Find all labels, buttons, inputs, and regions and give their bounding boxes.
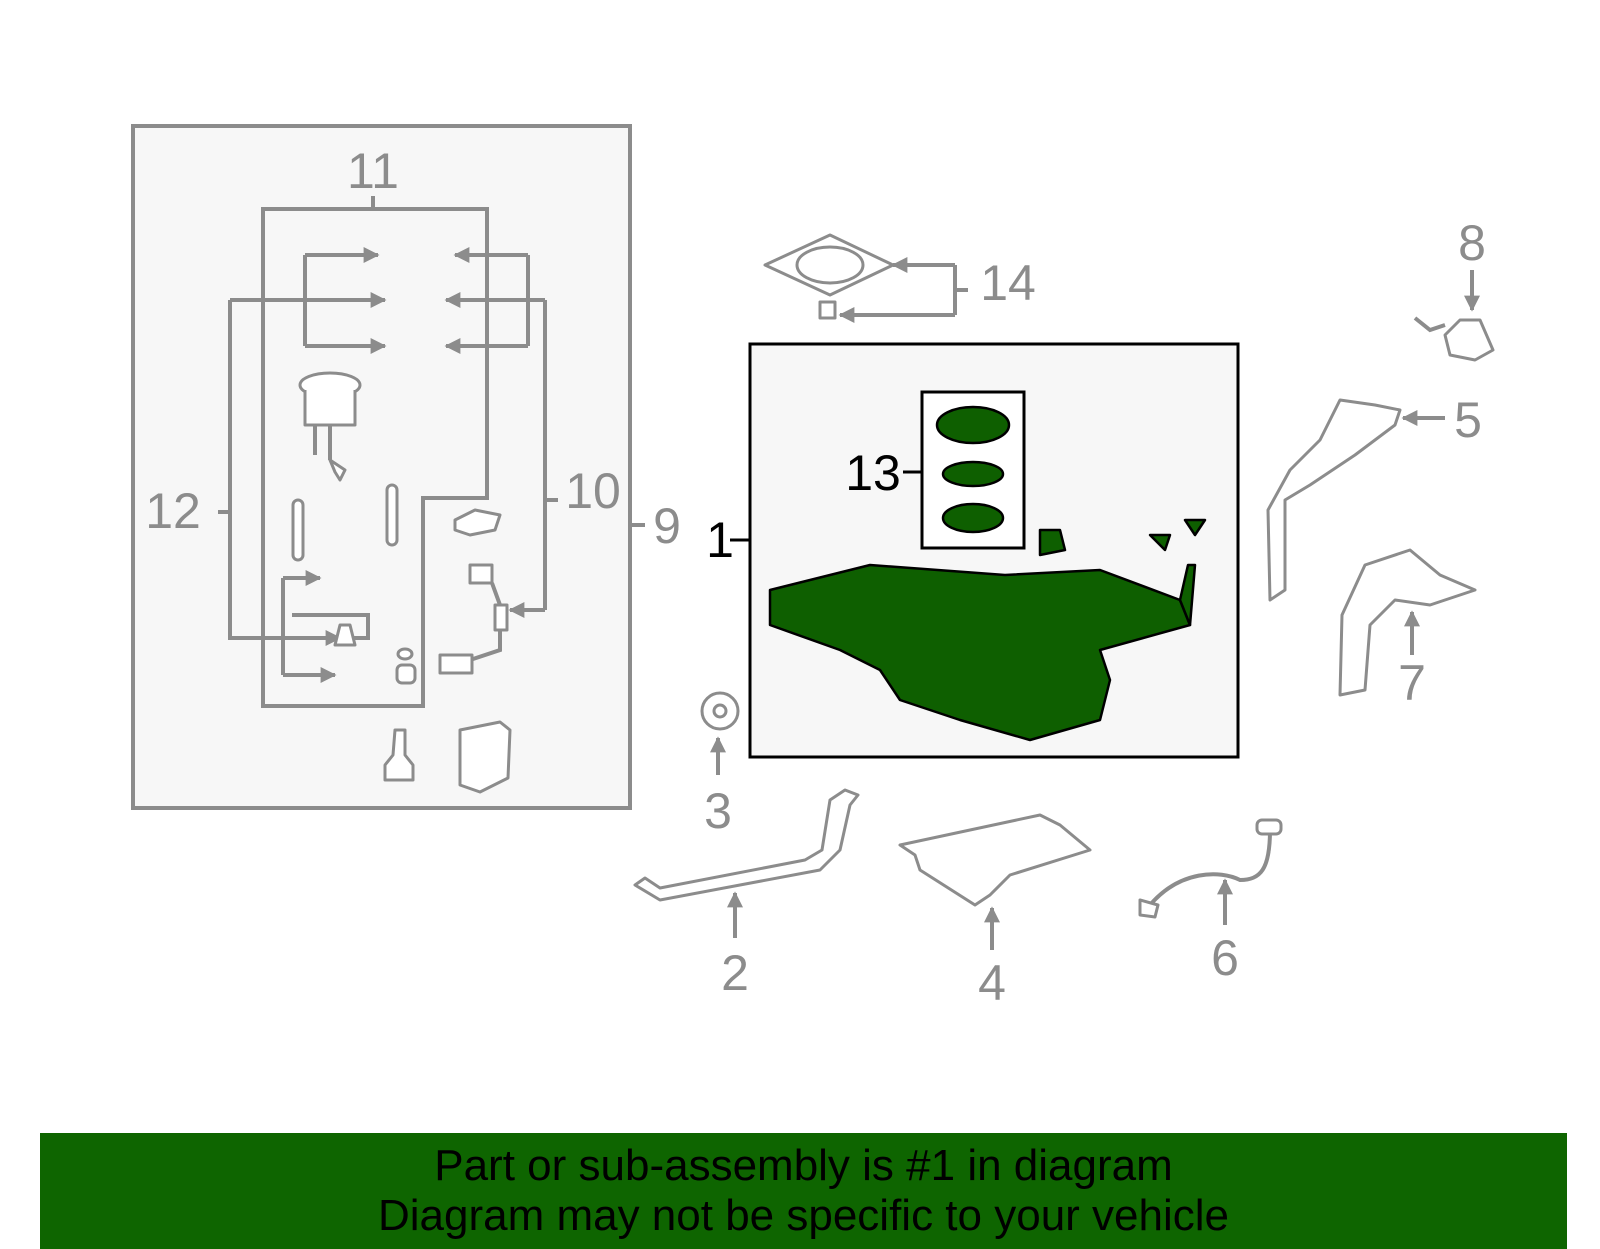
filler-cap-icon bbox=[1443, 318, 1495, 362]
callout-8: 8 bbox=[1458, 215, 1486, 271]
fuel-hose-icon bbox=[385, 483, 399, 547]
fuel-pump-gasket-icon bbox=[935, 405, 1011, 534]
callout-14: 14 bbox=[980, 255, 1036, 311]
heat-shield-icon bbox=[1338, 548, 1477, 697]
callout-3: 3 bbox=[704, 783, 732, 839]
callout-1: 1 bbox=[706, 512, 734, 568]
fuel-level-sensor-icon bbox=[438, 563, 509, 675]
access-cover-icon bbox=[763, 233, 895, 320]
clip-icon bbox=[453, 508, 502, 537]
valve-icon bbox=[333, 623, 357, 647]
fuel-hose-icon bbox=[291, 498, 305, 562]
notice-banner: Part or sub-assembly is #1 in diagram Di… bbox=[40, 1133, 1567, 1249]
callout-2: 2 bbox=[721, 945, 749, 1001]
fuel-tank-panel bbox=[730, 342, 1240, 759]
filter-icon bbox=[458, 720, 512, 794]
callout-7: 7 bbox=[1398, 655, 1426, 711]
fuel-pump-icon bbox=[298, 371, 362, 482]
fuel-tank-icon bbox=[768, 518, 1207, 742]
callout-4: 4 bbox=[978, 955, 1006, 1011]
callout-13: 13 bbox=[845, 445, 901, 501]
insulator-icon bbox=[700, 691, 740, 731]
regulator-icon bbox=[383, 728, 415, 782]
shield-icon bbox=[898, 813, 1092, 907]
callout-9: 9 bbox=[653, 498, 681, 554]
fuel-pump-module-panel bbox=[131, 124, 645, 810]
callout-12: 12 bbox=[145, 483, 201, 539]
callout-10: 10 bbox=[565, 463, 621, 519]
banner-line-1: Part or sub-assembly is #1 in diagram bbox=[434, 1141, 1173, 1190]
callout-5: 5 bbox=[1454, 392, 1482, 448]
callout-11: 11 bbox=[347, 143, 399, 199]
filler-pipe-icon bbox=[1266, 398, 1402, 602]
tank-strap-icon bbox=[633, 788, 860, 902]
callout-6: 6 bbox=[1211, 930, 1239, 986]
seal-icon bbox=[395, 663, 417, 685]
banner-line-2: Diagram may not be specific to your vehi… bbox=[377, 1191, 1230, 1240]
vent-hose-icon bbox=[1138, 818, 1283, 919]
o-ring-icon bbox=[396, 647, 414, 661]
